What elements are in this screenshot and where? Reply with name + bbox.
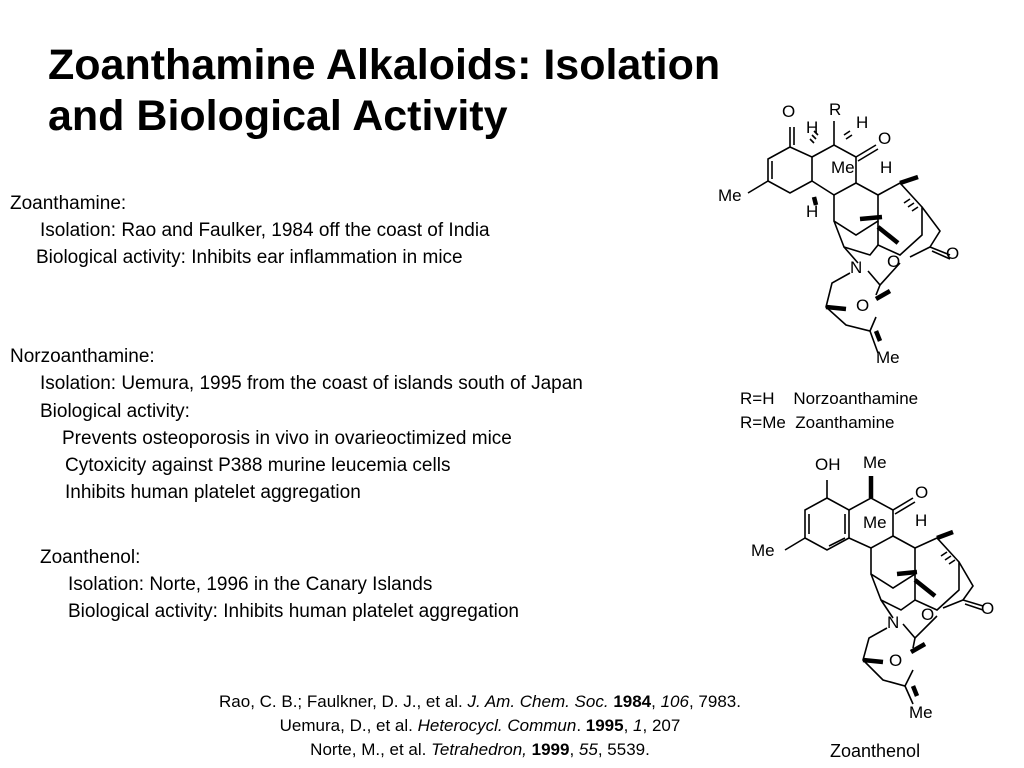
atom-h: H [880,158,892,177]
atom-h: H [806,118,818,137]
atom-o: O [856,296,869,315]
zoanthenol-bonds [784,476,984,705]
norzoanthamine-activity-1: Prevents osteoporosis in vivo in ovarieo… [62,428,512,449]
atom-o: O [915,483,928,502]
zoanthamine-activity: Biological activity: Inhibits ear inflam… [36,247,463,268]
atom-o: O [981,599,994,618]
zoanthamine-isolation: Isolation: Rao and Faulker, 1984 off the… [40,220,490,241]
atom-n: N [887,613,899,632]
atom-n: N [850,258,862,277]
atom-h: H [806,202,818,221]
zoanthamine-bonds [747,121,951,354]
zoanthenol-atom-labels: OH Me O Me H Me N O O O Me [751,453,994,722]
atom-me: Me [863,513,887,532]
atom-me: Me [876,348,900,367]
slide-title: Zoanthamine Alkaloids: Isolation and Bio… [48,41,721,140]
zoanthenol-isolation: Isolation: Norte, 1996 in the Canary Isl… [68,574,433,595]
norzoanthamine-activity-2: Cytoxicity against P388 murine leucemia … [65,455,451,476]
atom-me: Me [751,541,775,560]
atom-o: O [887,252,900,271]
atom-me: Me [863,453,887,472]
zoanthenol-caption: Zoanthenol [830,741,921,761]
zoanthenol-activity: Biological activity: Inhibits human plat… [68,601,519,622]
norzoanthamine-activity-3: Inhibits human platelet aggregation [65,482,361,503]
reference-3: Norte, M., et al. Tetrahedron, 1999, 55,… [310,740,650,759]
atom-me: Me [831,158,855,177]
atom-o: O [878,129,891,148]
norzoanthamine-heading: Norzoanthamine: [10,346,155,367]
atom-me: Me [718,186,742,205]
legend-norzoanthamine: R=H Norzoanthamine [740,389,919,408]
reference-2: Uemura, D., et al. Heterocycl. Commun. 1… [279,716,681,735]
atom-oh: OH [815,455,841,474]
zoanthenol-heading: Zoanthenol: [40,547,141,568]
zoanthamine-heading: Zoanthamine: [10,193,127,214]
atom-o: O [921,605,934,624]
reference-1: Rao, C. B.; Faulkner, D. J., et al. J. A… [219,692,741,711]
atom-o: O [782,102,795,121]
atom-r: R [829,100,841,119]
legend-zoanthamine: R=Me Zoanthamine [740,413,895,432]
atom-me: Me [909,703,933,722]
norzoanthamine-isolation: Isolation: Uemura, 1995 from the coast o… [40,373,583,394]
atom-o: O [946,244,959,263]
atom-h: H [856,113,868,132]
zoanthamine-atom-labels: O R H H O Me H Me H N O O O Me [718,100,959,367]
references: Rao, C. B.; Faulkner, D. J., et al. J. A… [140,690,820,762]
zoanthenol-structure: OH Me O Me H Me N O O O Me [751,453,994,722]
zoanthamine-structure: O R H H O Me H Me H N O O O Me [718,100,959,367]
atom-h: H [915,511,927,530]
norzoanthamine-activity-label: Biological activity: [40,401,190,422]
atom-o: O [889,651,902,670]
